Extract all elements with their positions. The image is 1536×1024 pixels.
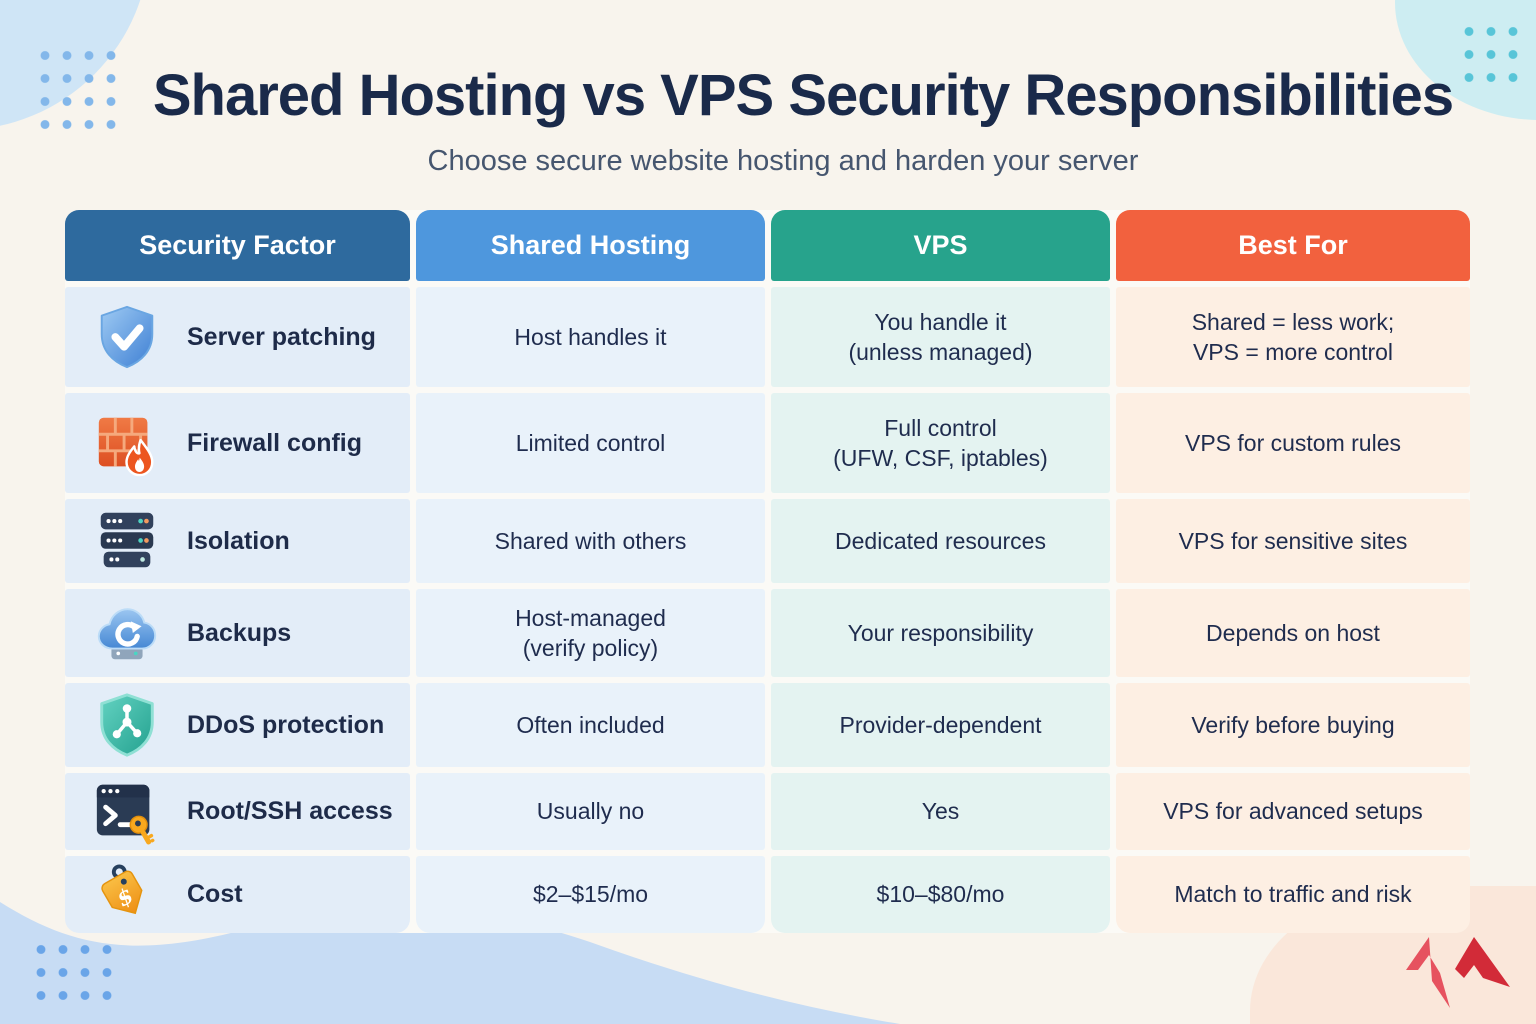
table-cell: You handle it (unless managed) xyxy=(771,287,1110,387)
price-tag-icon: $ xyxy=(91,859,163,931)
decor-dots-bottom-left xyxy=(30,938,118,1007)
factor-label: Server patching xyxy=(187,322,376,351)
table-cell: Shared = less work; VPS = more control xyxy=(1116,287,1470,387)
factor-cell-server-patching: Server patching xyxy=(65,287,410,387)
table-cell: Verify before buying xyxy=(1116,683,1470,767)
ddos-shield-icon xyxy=(91,689,163,761)
table-cell: $10–$80/mo xyxy=(771,856,1110,933)
header-cell-best-for: Best For xyxy=(1116,210,1470,281)
factor-label: Backups xyxy=(187,618,292,647)
table-cell: Host handles it xyxy=(416,287,765,387)
factor-cell-ddos-protection: DDoS protection xyxy=(65,683,410,767)
table-cell: Depends on host xyxy=(1116,589,1470,677)
header-cell-shared-hosting: Shared Hosting xyxy=(416,210,765,281)
table-cell: Your responsibility xyxy=(771,589,1110,677)
decor-dots-top-left xyxy=(34,44,122,136)
decor-wave-bottom-left xyxy=(0,902,900,1024)
shield-check-icon xyxy=(91,301,163,373)
table-cell: Shared with others xyxy=(416,499,765,583)
factor-label: Firewall config xyxy=(187,428,363,457)
header-cell-vps: VPS xyxy=(771,210,1110,281)
decor-dots-top-right xyxy=(1458,20,1524,89)
table-cell: Dedicated resources xyxy=(771,499,1110,583)
factor-label: DDoS protection xyxy=(187,710,385,739)
cloud-backup-icon xyxy=(91,597,163,669)
factor-label: Cost xyxy=(187,880,243,908)
table-cell: Full control (UFW, CSF, iptables) xyxy=(771,393,1110,493)
table-cell: VPS for advanced setups xyxy=(1116,773,1470,850)
factor-cell-isolation: Isolation xyxy=(65,499,410,583)
factor-label: Root/SSH access xyxy=(187,797,393,825)
page-subtitle: Choose secure website hosting and harden… xyxy=(427,145,1139,177)
header-cell-security-factor: Security Factor xyxy=(65,210,410,281)
table-cell: Yes xyxy=(771,773,1110,850)
table-cell: $2–$15/mo xyxy=(416,856,765,933)
terminal-key-icon xyxy=(91,776,163,848)
table-cell: Host-managed (verify policy) xyxy=(416,589,765,677)
table-cell: VPS for custom rules xyxy=(1116,393,1470,493)
table-cell: Usually no xyxy=(416,773,765,850)
factor-cell-firewall-config: Firewall config xyxy=(65,393,410,493)
table-cell: Often included xyxy=(416,683,765,767)
factor-cell-backups: Backups xyxy=(65,589,410,677)
factor-cell-cost: $ Cost xyxy=(65,856,410,933)
server-stack-icon xyxy=(91,505,163,577)
table-cell: VPS for sensitive sites xyxy=(1116,499,1470,583)
table-cell: Limited control xyxy=(416,393,765,493)
factor-cell-root-ssh-access: Root/SSH access xyxy=(65,773,410,850)
title-block: Shared Hosting vs VPS Security Responsib… xyxy=(0,62,1536,178)
table-cell: Provider-dependent xyxy=(771,683,1110,767)
comparison-table: Security Factor Shared Hosting VPS Best … xyxy=(65,210,1470,933)
factor-label: Isolation xyxy=(187,526,290,555)
table-cell: Match to traffic and risk xyxy=(1116,856,1470,933)
page-title: Shared Hosting vs VPS Security Responsib… xyxy=(152,63,1454,128)
firewall-icon xyxy=(91,407,163,479)
red-m-logo xyxy=(1406,937,1510,1008)
